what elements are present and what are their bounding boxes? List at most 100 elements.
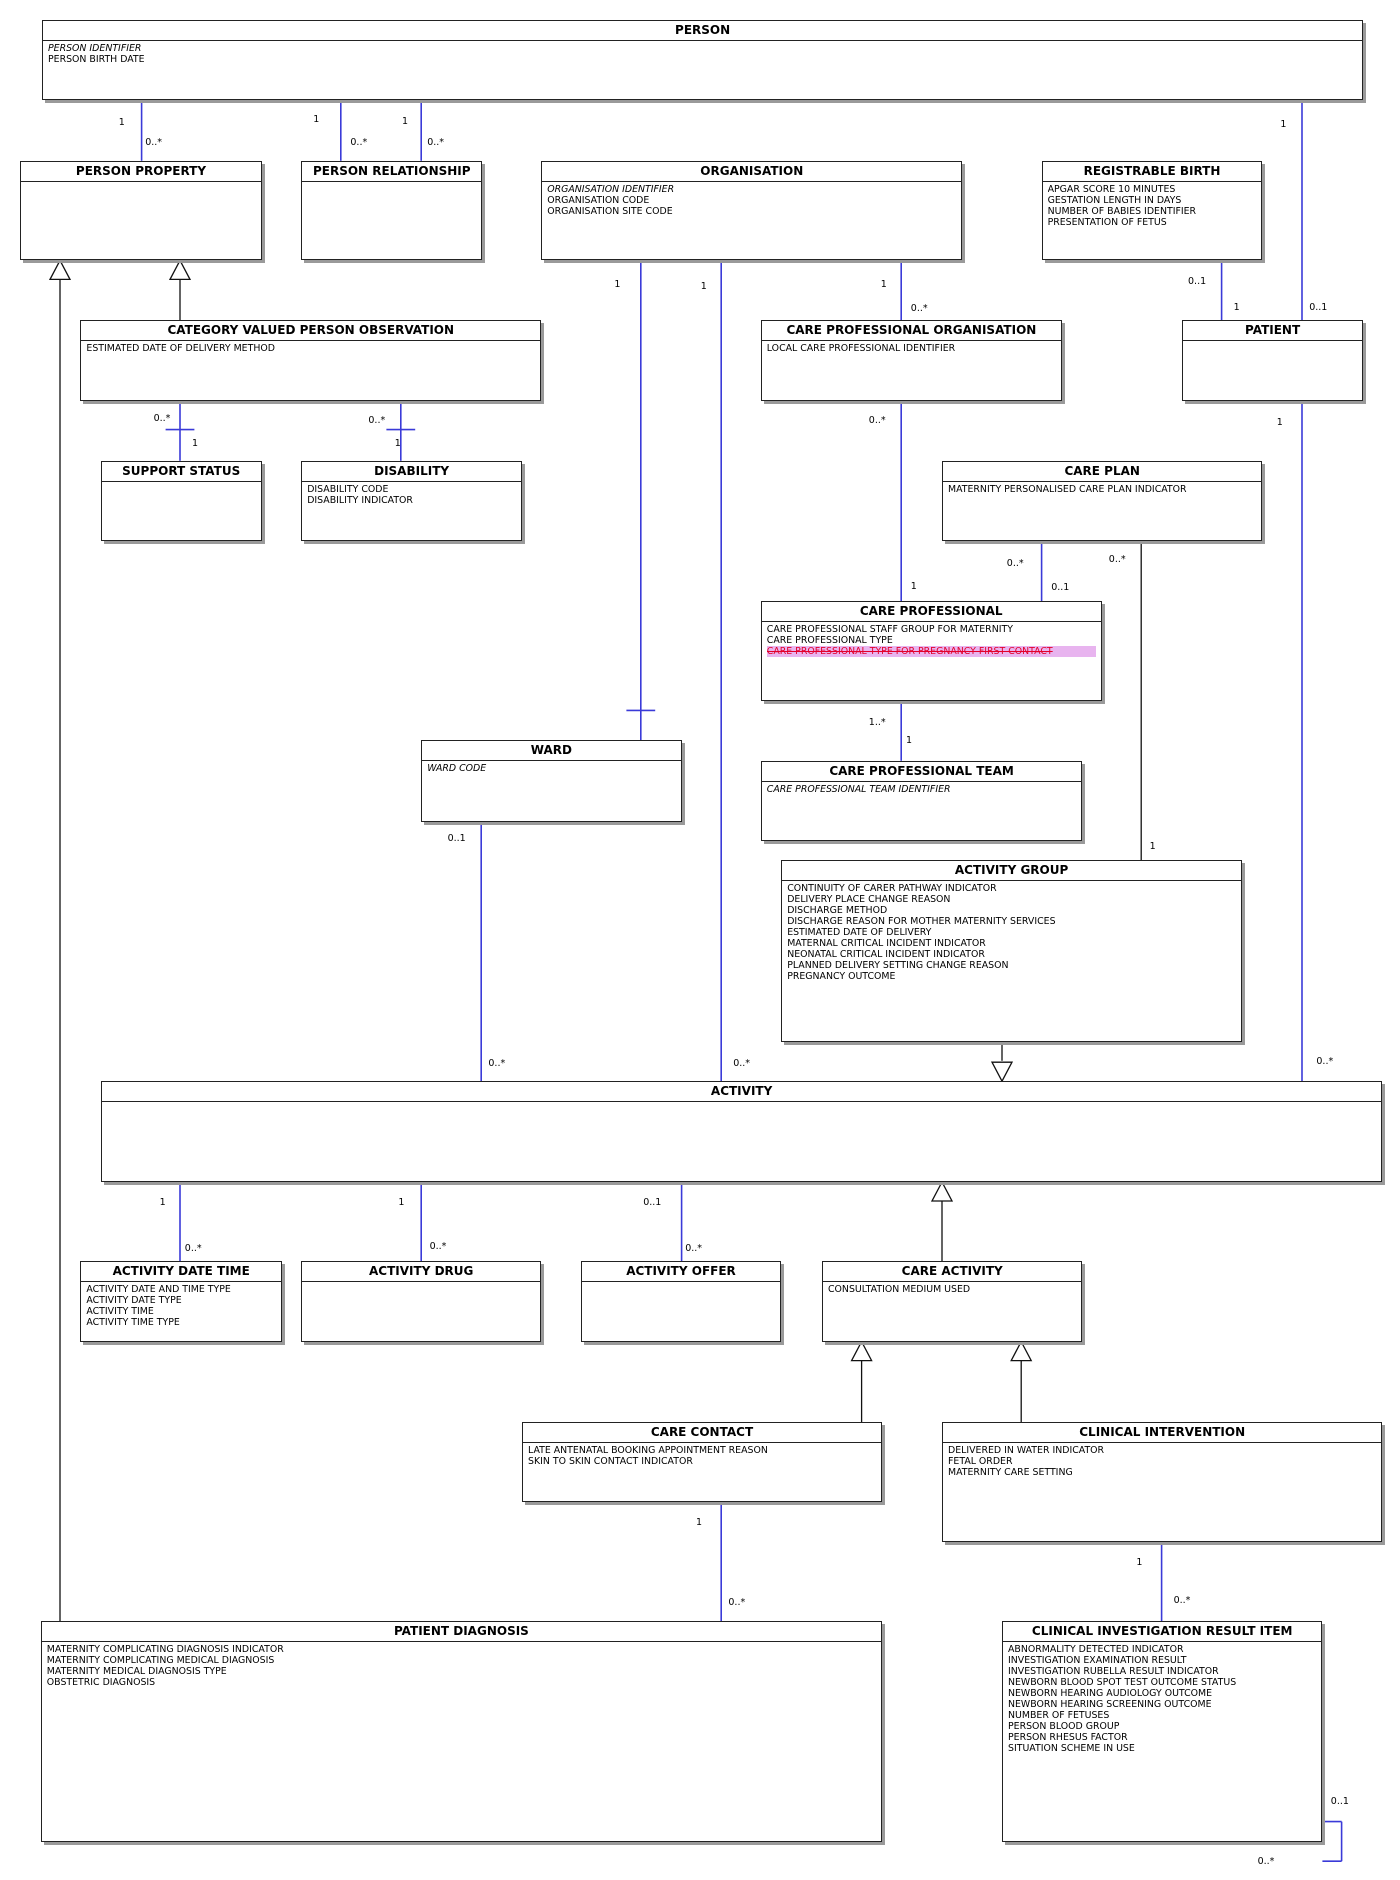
multiplicity-label: 0..1 — [1330, 1796, 1349, 1808]
entity-title: CLINICAL INTERVENTION — [943, 1423, 1382, 1443]
attribute: CARE PROFESSIONAL STAFF GROUP FOR MATERN… — [766, 624, 1013, 636]
multiplicity-label: 1 — [118, 117, 125, 129]
multiplicity-label: 0..* — [488, 1058, 506, 1070]
attribute: ACTIVITY TIME — [86, 1306, 154, 1318]
entity-activity[interactable]: ACTIVITY — [100, 1081, 1383, 1182]
generalization-arrowhead — [990, 1061, 1014, 1083]
attribute: PRESENTATION OF FETUS — [1047, 216, 1167, 228]
multiplicity-label: 0..* — [1257, 1856, 1275, 1868]
attribute: INVESTIGATION EXAMINATION RESULT — [1008, 1655, 1187, 1667]
multiplicity-label: 1 — [1233, 302, 1240, 314]
entity-title: ACTIVITY OFFER — [581, 1262, 781, 1283]
multiplicity-label: 1 — [910, 580, 917, 592]
generalization-arrowhead — [168, 259, 192, 281]
multiplicity-label: 0..* — [429, 1240, 447, 1252]
attribute: NEWBORN BLOOD SPOT TEST OUTCOME STATUS — [1008, 1677, 1237, 1689]
entity-title: ACTIVITY DRUG — [302, 1262, 541, 1283]
multiplicity-label: 0..* — [427, 136, 445, 148]
multiplicity-label: 1 — [696, 1516, 703, 1528]
attribute-list: LOCAL CARE PROFESSIONAL IDENTIFIER — [762, 341, 1061, 354]
multiplicity-label: 1 — [880, 279, 887, 291]
attribute: SKIN TO SKIN CONTACT INDICATOR — [528, 1456, 693, 1467]
multiplicity-label: 0..* — [910, 303, 928, 315]
attribute: INVESTIGATION RUBELLA RESULT INDICATOR — [1008, 1666, 1219, 1678]
attribute-list — [582, 1282, 780, 1284]
attribute-list — [1183, 341, 1362, 343]
multiplicity-label: 0..* — [868, 415, 886, 426]
attribute: ORGANISATION CODE — [547, 194, 650, 206]
multiplicity-label: 1 — [1280, 118, 1287, 130]
attribute: NEWBORN HEARING AUDIOLOGY OUTCOME — [1008, 1688, 1213, 1700]
multiplicity-label: 1 — [313, 113, 320, 125]
entity-activity-drug[interactable]: ACTIVITY DRUG — [301, 1261, 542, 1342]
attribute: MATERNAL CRITICAL INCIDENT INDICATOR — [787, 938, 986, 950]
entity-patient[interactable]: PATIENT — [1182, 320, 1364, 401]
entity-title: CARE PLAN — [943, 462, 1262, 482]
attribute: NUMBER OF BABIES IDENTIFIER — [1047, 205, 1197, 217]
multiplicity-label: 0..* — [184, 1243, 202, 1254]
attribute: ACTIVITY TIME TYPE — [86, 1317, 180, 1329]
attribute: MATERNITY PERSONALISED CARE PLAN INDICAT… — [948, 483, 1187, 495]
multiplicity-label: 0..* — [733, 1058, 751, 1070]
attribute: LOCAL CARE PROFESSIONAL IDENTIFIER — [766, 343, 956, 355]
entity-support-status[interactable]: SUPPORT STATUS — [100, 460, 262, 542]
entity-title: PERSON PROPERTY — [21, 162, 261, 182]
attribute: MATERNITY COMPLICATING MEDICAL DIAGNOSIS — [46, 1655, 275, 1667]
attribute: DELIVERY PLACE CHANGE REASON — [787, 894, 951, 906]
attribute: LATE ANTENATAL BOOKING APPOINTMENT REASO… — [528, 1445, 768, 1456]
entity-activity-offer[interactable]: ACTIVITY OFFER — [580, 1261, 782, 1342]
multiplicity-label: 0..* — [1108, 554, 1126, 566]
attribute: DISCHARGE REASON FOR MOTHER MATERNITY SE… — [787, 916, 1056, 928]
entity-title: CARE PROFESSIONAL TEAM — [761, 762, 1082, 782]
entity-person-relationship[interactable]: PERSON RELATIONSHIP — [301, 160, 483, 261]
multiplicity-label: 0..1 — [1188, 275, 1207, 287]
multiplicity-label: 1 — [398, 1197, 405, 1209]
attribute: ESTIMATED DATE OF DELIVERY — [787, 927, 932, 939]
attribute-list: CARE PROFESSIONAL TEAM IDENTIFIER — [762, 782, 1082, 795]
attribute: CARE PROFESSIONAL TYPE — [766, 635, 893, 647]
multiplicity-label: 0..* — [1316, 1055, 1334, 1067]
attribute: ORGANISATION SITE CODE — [547, 205, 673, 217]
attribute: APGAR SCORE 10 MINUTES — [1047, 183, 1176, 195]
attribute-list: CONSULTATION MEDIUM USED — [823, 1282, 1081, 1295]
multiplicity-label: 0..1 — [643, 1197, 662, 1209]
attribute: NUMBER OF FETUSES — [1008, 1710, 1110, 1722]
attribute: CONTINUITY OF CARER PATHWAY INDICATOR — [787, 883, 997, 895]
attribute: DISABILITY CODE — [307, 483, 389, 495]
multiplicity-label: 0..1 — [447, 832, 466, 844]
attribute: MATERNITY CARE SETTING — [948, 1467, 1073, 1478]
entity-person-property[interactable]: PERSON PROPERTY — [20, 160, 262, 261]
attribute-list — [102, 1102, 1382, 1104]
generalization-arrowhead — [930, 1180, 954, 1202]
entity-title: CATEGORY VALUED PERSON OBSERVATION — [81, 321, 541, 342]
attribute: DISCHARGE METHOD — [787, 905, 888, 917]
attribute: ACTIVITY DATE AND TIME TYPE — [86, 1284, 231, 1296]
attribute: ABNORMALITY DETECTED INDICATOR — [1008, 1644, 1184, 1656]
attribute: NEONATAL CRITICAL INCIDENT INDICATOR — [787, 949, 985, 961]
attribute-list: CARE PROFESSIONAL STAFF GROUP FOR MATERN… — [762, 622, 1101, 658]
attribute: FETAL ORDER — [948, 1456, 1013, 1467]
